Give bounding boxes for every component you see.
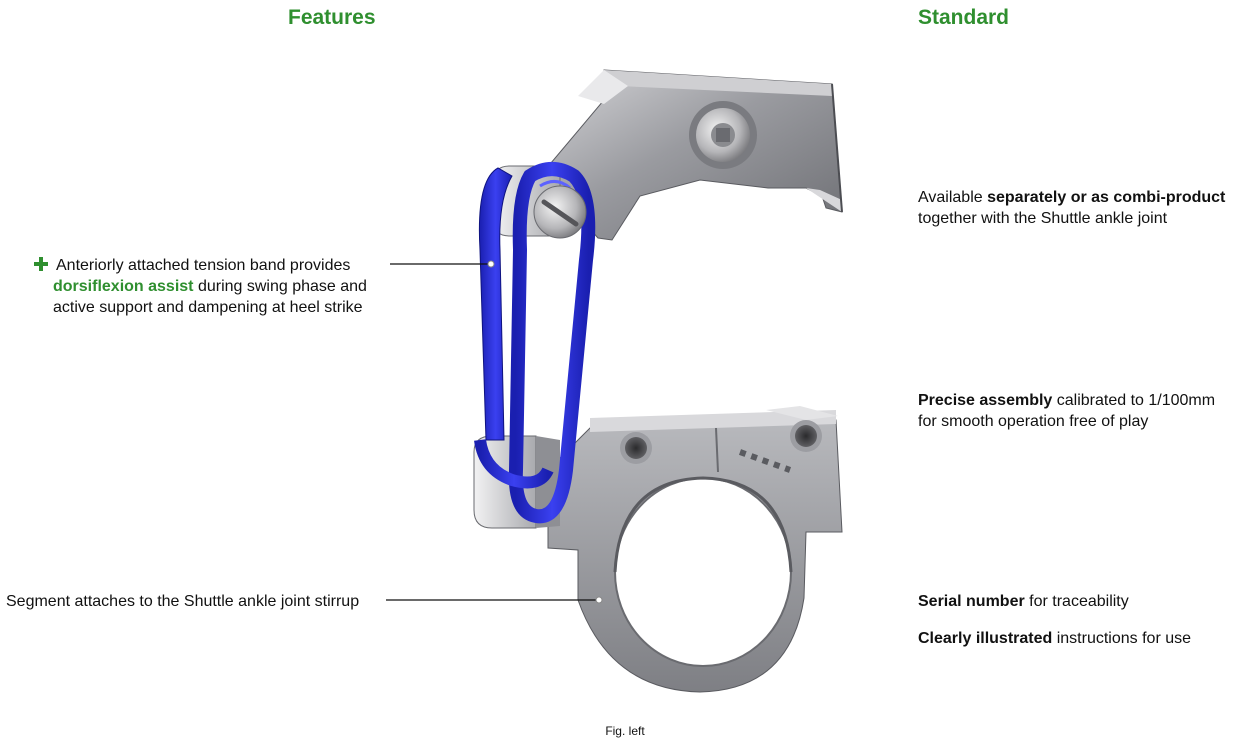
serial-rest: for traceability <box>1024 593 1129 610</box>
standard-illustrated: Clearly illustrated instructions for use <box>918 628 1191 649</box>
feature-tension-band: Anteriorly attached tension band provide… <box>34 255 394 318</box>
feature-segment: Segment attaches to the Shuttle ankle jo… <box>6 593 360 610</box>
upper-segment <box>539 69 843 241</box>
precise-rest: calibrated to 1/100mm <box>1052 392 1216 409</box>
standard-heading: Standard <box>918 6 1010 29</box>
slotted-screw-icon <box>533 185 587 239</box>
standard-serial: Serial number for traceability <box>918 591 1129 612</box>
feature-band-line1: Anteriorly attached tension band provide… <box>56 257 351 274</box>
illustrated-bold: Clearly illustrated <box>918 630 1053 647</box>
feature-band-line2: during swing phase and <box>193 278 367 295</box>
leader-lines <box>386 260 603 604</box>
precise-line2: for smooth operation free of play <box>918 413 1149 430</box>
figure-caption: Fig. left <box>605 724 645 738</box>
illustrated-rest: instructions for use <box>1052 630 1192 647</box>
standard-precise: Precise assembly calibrated to 1/100mm f… <box>918 390 1215 432</box>
precise-bold: Precise assembly <box>918 392 1053 409</box>
available-prefix: Available <box>918 189 988 206</box>
leader-band-dot <box>487 260 495 268</box>
feature-band-highlight: dorsiflexion assist <box>53 278 194 295</box>
plus-icon <box>34 257 48 271</box>
features-heading: Features <box>288 6 376 29</box>
feature-band-line3: active support and dampening at heel str… <box>53 299 363 316</box>
standard-available: Available separately or as combi-product… <box>918 187 1225 229</box>
leader-segment-dot <box>595 596 603 604</box>
serial-bold: Serial number <box>918 593 1025 610</box>
available-line2: together with the Shuttle ankle joint <box>918 210 1168 227</box>
tension-band <box>474 162 596 524</box>
available-bold: separately or as combi-product <box>987 189 1226 206</box>
lower-segment <box>547 406 843 693</box>
